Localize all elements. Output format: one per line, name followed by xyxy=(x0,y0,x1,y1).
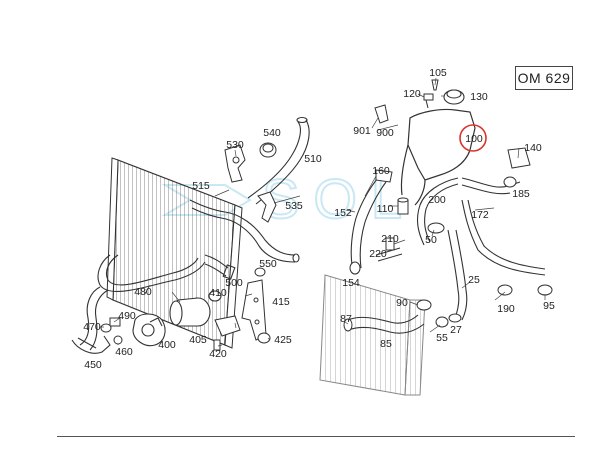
part-27-clamp xyxy=(448,313,462,323)
label-470[interactable]: 470 xyxy=(83,321,101,333)
label-530[interactable]: 530 xyxy=(226,139,244,151)
label-152[interactable]: 152 xyxy=(334,207,352,219)
part-50-clamp xyxy=(427,222,445,234)
label-510[interactable]: 510 xyxy=(304,153,322,165)
label-172[interactable]: 172 xyxy=(471,209,489,221)
label-200[interactable]: 200 xyxy=(428,194,446,206)
label-410[interactable]: 410 xyxy=(209,287,227,299)
label-420[interactable]: 420 xyxy=(209,348,227,360)
label-460[interactable]: 460 xyxy=(115,346,133,358)
expansion-tank xyxy=(400,108,476,206)
part-220-pipe xyxy=(375,247,403,262)
label-85[interactable]: 85 xyxy=(380,338,392,350)
part-190-clamp xyxy=(497,284,513,296)
label-490[interactable]: 490 xyxy=(118,310,136,322)
part-87-clamp xyxy=(343,318,353,332)
part-95-clamp xyxy=(537,284,553,296)
label-450[interactable]: 450 xyxy=(84,359,102,371)
label-160[interactable]: 160 xyxy=(372,165,390,177)
label-480[interactable]: 480 xyxy=(134,286,152,298)
part-420-bolt xyxy=(213,339,221,351)
label-425[interactable]: 425 xyxy=(274,334,292,346)
label-130[interactable]: 130 xyxy=(470,91,488,103)
part-140-clamp xyxy=(507,147,531,169)
part-400-pump xyxy=(132,313,166,347)
highlight-circle xyxy=(459,124,487,152)
label-105[interactable]: 105 xyxy=(429,67,447,79)
part-540-cap xyxy=(259,142,277,158)
part-535-bracket xyxy=(257,191,277,223)
label-90[interactable]: 90 xyxy=(396,297,408,309)
label-110[interactable]: 110 xyxy=(377,203,394,215)
label-154[interactable]: 154 xyxy=(342,277,360,289)
part-90-clamp xyxy=(416,299,432,311)
hose-515 xyxy=(189,199,300,263)
hose-185 xyxy=(503,176,517,188)
leader-lines xyxy=(99,77,546,347)
label-535[interactable]: 535 xyxy=(285,200,303,212)
hose-200 xyxy=(416,177,459,246)
part-415-bracket xyxy=(241,279,267,341)
label-900[interactable]: 900 xyxy=(376,127,394,139)
label-550[interactable]: 550 xyxy=(259,258,277,270)
hose-25 xyxy=(447,229,468,321)
part-55-clamp xyxy=(435,316,449,328)
label-140[interactable]: 140 xyxy=(524,142,542,154)
part-154-hose xyxy=(349,261,361,275)
part-120-fitting xyxy=(423,93,434,109)
label-500[interactable]: 500 xyxy=(225,277,243,289)
label-405[interactable]: 405 xyxy=(189,334,207,346)
label-210[interactable]: 210 xyxy=(381,233,399,245)
part-530-clip xyxy=(224,144,246,183)
tank-cap-130 xyxy=(443,89,465,105)
label-27[interactable]: 27 xyxy=(450,324,462,336)
radiator-right xyxy=(319,274,426,396)
part-490-sensor xyxy=(100,317,121,333)
watermark-text: SOL xyxy=(262,167,416,230)
engine-code-box: OM 629 xyxy=(515,66,573,90)
label-95[interactable]: 95 xyxy=(543,300,555,312)
label-540[interactable]: 540 xyxy=(263,127,281,139)
part-901-clip xyxy=(374,104,389,124)
hose-500 xyxy=(204,254,236,280)
label-25[interactable]: 25 xyxy=(468,274,480,286)
hose-172 xyxy=(461,177,546,276)
label-120[interactable]: 120 xyxy=(403,88,421,100)
part-410-housing xyxy=(169,290,222,327)
part-460-clamp xyxy=(113,335,123,345)
label-415[interactable]: 415 xyxy=(272,296,290,308)
hose-85 xyxy=(347,314,425,334)
engine-code-label: OM 629 xyxy=(517,70,571,86)
part-425-nut xyxy=(257,332,271,344)
label-185[interactable]: 185 xyxy=(512,188,530,200)
label-400[interactable]: 400 xyxy=(158,339,176,351)
label-100[interactable]: 100 xyxy=(465,133,483,145)
bottom-divider xyxy=(57,436,575,437)
label-55[interactable]: 55 xyxy=(436,332,448,344)
label-190[interactable]: 190 xyxy=(497,303,515,315)
part-405-bracket xyxy=(214,315,241,337)
hose-152 xyxy=(350,177,387,269)
label-515[interactable]: 515 xyxy=(192,180,210,192)
label-50[interactable]: 50 xyxy=(425,234,437,246)
label-87[interactable]: 87 xyxy=(340,313,352,325)
part-550-fitting xyxy=(254,267,266,277)
hose-480 xyxy=(97,254,206,293)
part-labels: 105 120 130 901 900 100 140 530 540 510 … xyxy=(83,67,555,371)
label-901[interactable]: 901 xyxy=(353,125,371,137)
hose-450 xyxy=(71,286,111,354)
label-220[interactable]: 220 xyxy=(369,248,387,260)
part-110-valve xyxy=(397,197,409,215)
